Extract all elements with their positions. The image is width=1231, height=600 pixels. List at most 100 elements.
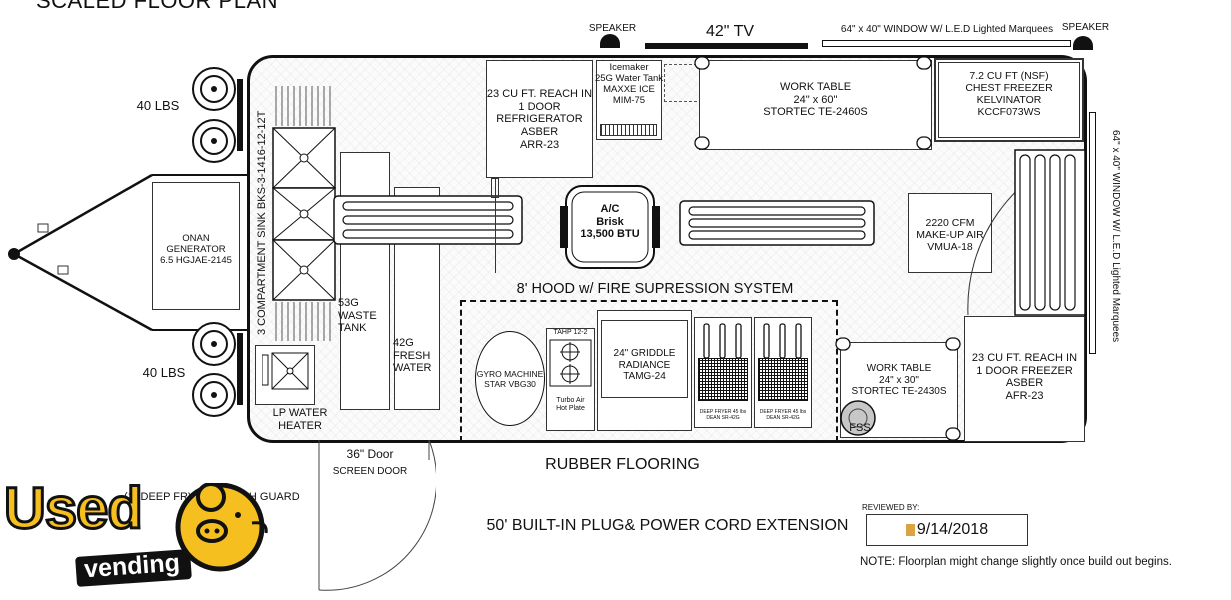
window-right-bar <box>1089 112 1096 354</box>
speaker-right-icon <box>1073 36 1093 50</box>
window-top-bar <box>822 40 1071 47</box>
ac-line-2: Brisk <box>596 215 624 228</box>
work-table-top-label: WORK TABLE 24" x 60" STORTEC TE-2460S <box>699 81 932 119</box>
refrigerator-box <box>486 60 593 178</box>
fryer-1-line-2: DEAN SR-42G <box>706 414 740 421</box>
wheels-icon <box>192 67 243 417</box>
chest-freezer-line-2: CHEST FREEZER <box>965 82 1053 95</box>
chest-freezer-line-1: 7.2 CU FT (NSF) <box>969 70 1049 82</box>
work-table-bottom-line-1: WORK TABLE <box>866 363 932 374</box>
icemaker-line-2: 25G Water Tank <box>594 72 664 84</box>
makeup-air-line-3: VMUA-18 <box>927 241 973 254</box>
griddle-line-3: TAMG-24 <box>623 371 666 382</box>
fryer-1-label: DEEP FRYER 45 lbs DEAN SR-42G <box>694 409 752 422</box>
sink-basins <box>272 86 336 341</box>
hot-plate-label: Turbo Air Hot Plate <box>546 397 595 413</box>
hood-outline <box>460 300 838 442</box>
logo-used-text: Used <box>3 475 145 543</box>
chest-freezer-line-4: KCCF073WS <box>977 106 1041 119</box>
gyro-machine-icon <box>475 331 545 426</box>
griddle-box <box>597 310 692 431</box>
hood-vent-right <box>679 200 875 246</box>
speaker-right-label: SPEAKER <box>1061 22 1110 33</box>
refrigerator-line-4: ASBER <box>520 125 559 138</box>
hot-plate-burners <box>549 339 592 387</box>
generator-box <box>152 182 240 310</box>
griddle-label: 24" GRIDDLE RADIANCE TAMG-24 <box>597 348 692 383</box>
page-title: SCALED FLOOR PLAN <box>36 0 279 13</box>
icemaker-line-3: MAXXE ICE <box>603 83 655 95</box>
window-top-label: 64" x 40" WINDOW W/ L.E.D Lighted Marque… <box>840 24 1054 35</box>
icemaker-line-1: Icemaker <box>609 62 649 73</box>
refrigerator-line-1: 23 CU FT. REACH IN <box>486 88 593 100</box>
lbs-top-label: 40 LBS <box>136 98 180 113</box>
water-heater-icon <box>262 352 309 390</box>
icemaker-label: Icemaker 25G Water Tank MAXXE ICE MIM-75 <box>594 62 664 107</box>
ac-label: A/C Brisk 13,500 BTU <box>566 203 654 241</box>
floorplan-note: NOTE: Floorplan might change slightly on… <box>860 556 1172 568</box>
power-cord-label: 50' BUILT-IN PLUG& POWER CORD EXTENSION <box>486 517 849 534</box>
work-table-bottom-label: WORK TABLE 24" x 30" STORTEC TE-2430S <box>840 363 958 398</box>
fryer-2-line-2: DEAN SR-42G <box>766 414 800 421</box>
makeup-air-line-2: MAKE-UP AIR <box>916 229 984 242</box>
freezer-door-swing <box>967 149 1086 316</box>
sink-label: 3 COMPARTMENT SINK BKS-3-1416-12-12T <box>256 110 268 335</box>
fryer-2-handles <box>763 323 802 359</box>
chest-freezer-box <box>934 58 1084 142</box>
fss-label: FSS <box>849 422 871 434</box>
freezer-reach-line-2: 1 DOOR FREEZER <box>976 364 1073 377</box>
date-field: 9/14/2018 <box>866 514 1028 546</box>
water-heater-label: LP WATER HEATER <box>272 407 328 432</box>
fryer-1-line-1: DEEP FRYER 45 lbs <box>699 409 747 415</box>
griddle-line-1: 24" GRIDDLE <box>613 348 676 359</box>
griddle-line-2: RADIANCE <box>618 359 671 371</box>
reviewed-by-label: REVIEWED BY: <box>862 503 920 512</box>
fryer-2-basket <box>758 358 808 401</box>
waste-tank-box <box>340 152 390 410</box>
fresh-water-line-2: WATER <box>393 362 432 375</box>
waste-tank-line-1: 53G WASTE <box>338 297 377 322</box>
ac-unit-icon <box>560 185 660 269</box>
waste-tank-label: 53G WASTE TANK <box>338 297 398 335</box>
makeup-air-label: 2220 CFM MAKE-UP AIR VMUA-18 <box>908 217 992 253</box>
icemaker-base <box>600 124 657 136</box>
work-table-top-feet <box>694 56 932 150</box>
work-table-top-line-1: WORK TABLE <box>779 81 852 93</box>
freezer-reach-box <box>964 316 1085 442</box>
work-table-top-line-2: 24" x 60" <box>793 93 838 106</box>
hood-label: 8' HOOD w/ FIRE SUPRESSION SYSTEM <box>516 281 794 297</box>
speaker-left-icon <box>600 34 620 48</box>
flooring-label: RUBBER FLOORING <box>545 456 700 473</box>
work-table-top-box <box>699 60 932 150</box>
hood-vent-left <box>333 195 523 245</box>
generator-label: ONAN GENERATOR 6.5 HGJAE-2145 <box>152 233 240 267</box>
refrigerator-swing <box>495 178 502 273</box>
gyro-label: GYRO MACHINE STAR VBG30 <box>475 369 545 390</box>
fresh-water-label: 42G FRESH WATER <box>393 337 453 375</box>
tv-bar <box>645 43 808 49</box>
work-table-bottom-line-2: 24" x 30" <box>879 374 919 386</box>
fresh-water-line-1: 42G FRESH <box>393 337 431 362</box>
refrigerator-line-2: 1 DOOR <box>518 100 561 113</box>
speaker-left-label: SPEAKER <box>588 23 637 34</box>
fryer-1-basket <box>698 358 748 401</box>
chest-freezer-label: 7.2 CU FT (NSF) CHEST FREEZER KELVINATOR… <box>934 70 1084 118</box>
door-label: 36" Door SCREEN DOOR <box>325 447 415 477</box>
freezer-reach-label: 23 CU FT. REACH IN 1 DOOR FREEZER ASBER … <box>964 352 1085 403</box>
fryer-2-line-1: DEEP FRYER 45 lbs <box>759 409 807 415</box>
hot-plate-top-label: TAHP 12-2 <box>553 329 588 336</box>
ac-line-1: A/C <box>600 203 620 215</box>
door-swing <box>318 440 436 591</box>
refrigerator-line-5: ARR-23 <box>519 138 560 151</box>
refrigerator-line-3: REFRIGERATOR <box>496 113 583 126</box>
door-line-1: 36" Door <box>346 447 394 461</box>
generator-line-2: 6.5 HGJAE-2145 <box>160 254 232 266</box>
door-line-2: SCREEN DOOR <box>332 465 408 477</box>
used-vending-logo <box>75 483 268 587</box>
fryer-2-label: DEEP FRYER 45 lbs DEAN SR-42G <box>754 409 812 422</box>
makeup-air-line-1: 2220 CFM <box>925 217 975 229</box>
gyro-line-2: STAR VBG30 <box>484 378 536 389</box>
lbs-bottom-label: 40 LBS <box>142 365 186 380</box>
freezer-reach-line-1: 23 CU FT. REACH IN <box>971 352 1078 364</box>
chest-freezer-line-3: KELVINATOR <box>976 94 1042 107</box>
